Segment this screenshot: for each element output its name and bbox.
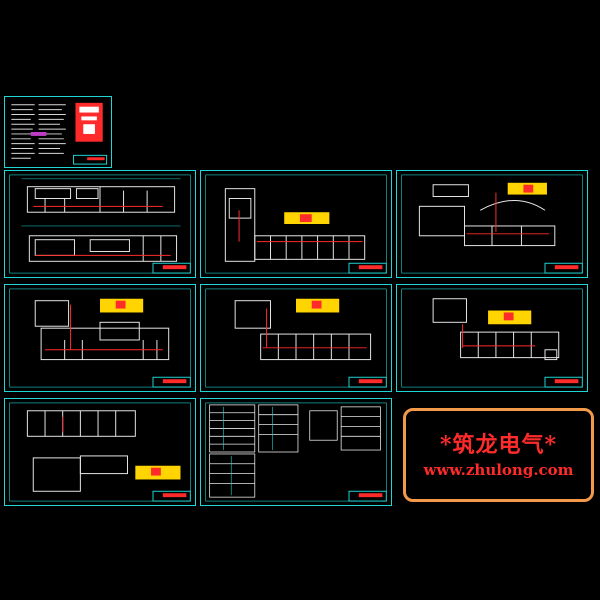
sheet-graphics: [9, 288, 191, 388]
drawing-sheet-plan-legend-3[interactable]: [200, 284, 392, 392]
drawing-sheet-site-plan[interactable]: [396, 170, 588, 278]
drawing-sheet-plan-legend-2[interactable]: [4, 284, 196, 392]
sheet-graphics: [401, 174, 583, 274]
sheet-graphics: [9, 174, 191, 274]
watermark-url: www.zhulong.com: [423, 461, 574, 479]
watermark-title: *筑龙电气*: [439, 432, 557, 458]
drawing-sheet-plan-legend-4[interactable]: [396, 284, 588, 392]
sheet-graphics: [205, 174, 387, 274]
drawing-sheet-system-diagram[interactable]: [200, 398, 392, 506]
drawing-sheet-plan-legend-1[interactable]: [200, 170, 392, 278]
drawing-sheet-cover-notes[interactable]: [4, 96, 112, 168]
sheet-graphics: [401, 288, 583, 388]
drawing-sheet-plan-legend-5[interactable]: [4, 398, 196, 506]
sheet-graphics: [11, 102, 108, 165]
sheet-graphics: [205, 402, 387, 502]
sheet-graphics: [205, 288, 387, 388]
watermark-box: *筑龙电气* www.zhulong.com: [403, 408, 594, 502]
drawing-sheet-floor-plans-pair[interactable]: [4, 170, 196, 278]
sheet-graphics: [9, 402, 191, 502]
